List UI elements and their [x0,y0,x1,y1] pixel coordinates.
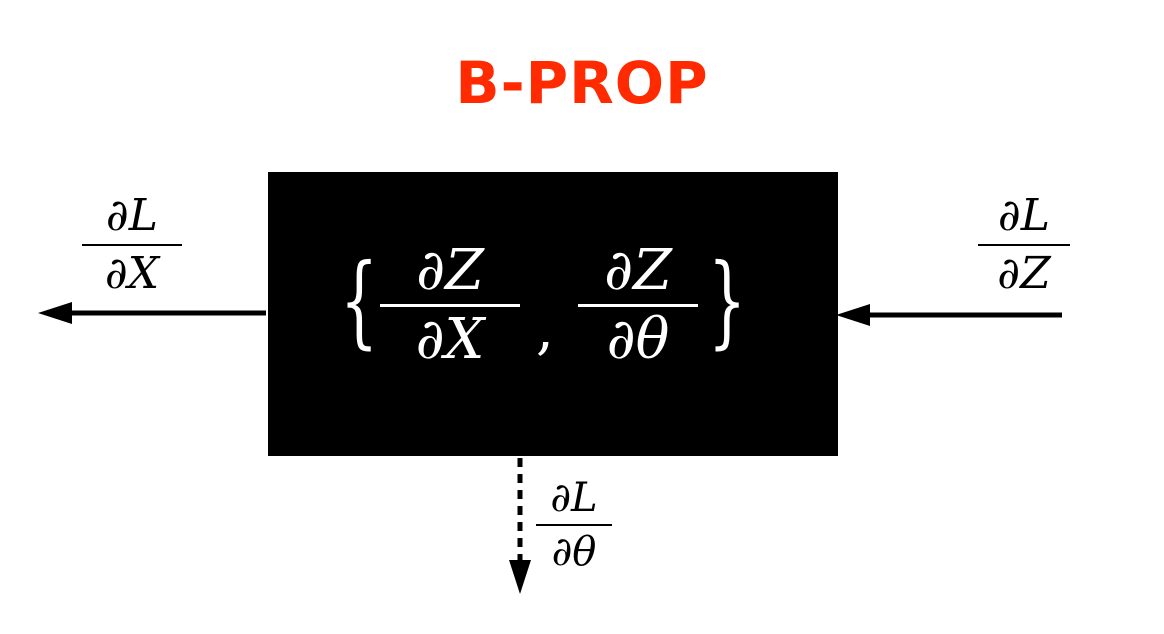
dz-dtheta-fraction: ∂Z ∂θ [578,240,698,371]
dz-dtheta-denominator: ∂θ [606,307,670,372]
close-brace: } [708,242,747,359]
dz-dx-fraction-bar [380,304,520,307]
dl-dz-fraction: ∂L ∂Z [978,190,1070,300]
dz-dtheta-numerator: ∂Z [604,238,672,303]
dz-dx-numerator: ∂Z [416,238,484,303]
dl-dz-numerator: ∂L [998,190,1050,241]
dz-dx-denominator: ∂X [415,307,485,372]
dl-dtheta-fraction: ∂L ∂θ [536,474,612,576]
dl-dx-numerator: ∂L [106,190,158,241]
dl-dx-fraction-bar [82,244,182,246]
dl-dtheta-numerator: ∂L [550,475,598,521]
bottom-param-gradient-arrow [509,458,531,594]
open-brace: { [340,242,379,359]
dl-dz-denominator: ∂Z [997,248,1051,299]
module-block [268,172,838,456]
dl-dz-fraction-bar [978,244,1070,246]
dz-dtheta-fraction-bar [578,304,698,307]
left-output-arrow [38,302,266,324]
dl-dx-fraction: ∂L ∂X [82,190,182,300]
right-input-arrow [836,304,1062,326]
dz-dx-fraction: ∂Z ∂X [380,240,520,371]
diagram-title: B-PROP [455,49,709,117]
dl-dx-denominator: ∂X [104,248,160,299]
dl-dtheta-denominator: ∂θ [551,529,597,575]
dl-dtheta-fraction-bar [536,524,612,526]
separator-comma: , [536,297,554,362]
